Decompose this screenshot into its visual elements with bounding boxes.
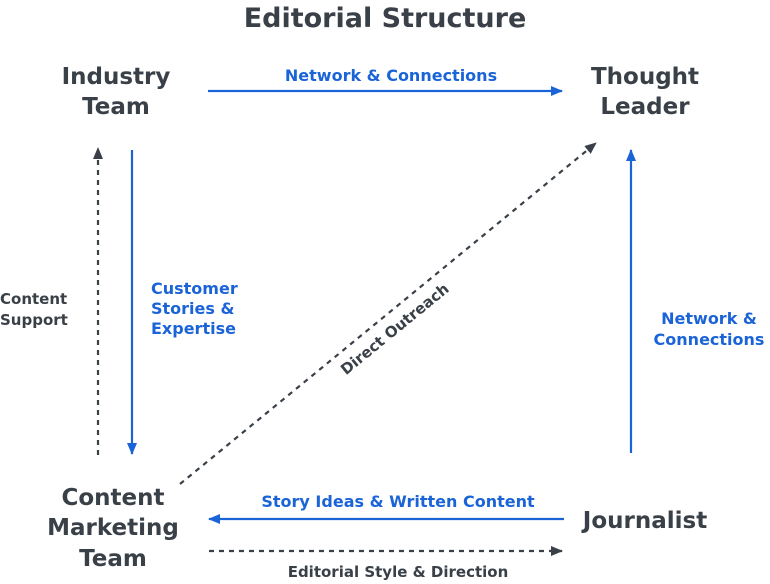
arrow-content-marketing-to-thought-leader	[179, 142, 597, 485]
node-content-marketing-team-line1: Content	[61, 485, 164, 511]
node-content-marketing-team: Content Marketing Team	[47, 485, 179, 572]
diagram-title: Editorial Structure	[244, 3, 527, 34]
node-industry-team-line2: Team	[82, 94, 150, 120]
label-direct-outreach: Direct Outreach	[337, 280, 452, 379]
node-industry-team: Industry Team	[62, 64, 171, 120]
label-story-ideas: Story Ideas & Written Content	[261, 492, 535, 511]
label-industry-to-content-line2: Stories &	[151, 299, 234, 318]
label-editorial-style: Editorial Style & Direction	[288, 563, 509, 581]
node-thought-leader: Thought Leader	[591, 64, 699, 120]
node-journalist-label: Journalist	[581, 508, 707, 534]
label-content-to-industry-line2: Support	[0, 311, 68, 329]
node-journalist: Journalist	[581, 508, 707, 534]
node-content-marketing-team-line2: Marketing	[47, 515, 179, 541]
node-thought-leader-line2: Leader	[600, 94, 690, 120]
label-industry-to-content-marketing: Customer Stories & Expertise	[151, 279, 238, 338]
label-industry-to-content-line1: Customer	[151, 279, 238, 298]
node-content-marketing-team-line3: Team	[79, 546, 147, 572]
node-industry-team-line1: Industry	[62, 64, 171, 90]
label-industry-to-thought-leader: Network & Connections	[285, 66, 497, 85]
node-thought-leader-line1: Thought	[591, 64, 699, 90]
label-industry-to-content-line3: Expertise	[151, 319, 236, 338]
label-content-to-industry-line1: Content	[0, 290, 67, 308]
label-content-marketing-to-industry: Content Support	[0, 290, 68, 329]
label-journalist-to-thought-line2: Connections	[654, 330, 765, 349]
label-journalist-to-thought-leader: Network & Connections	[654, 309, 765, 349]
label-journalist-to-thought-line1: Network &	[661, 309, 757, 328]
